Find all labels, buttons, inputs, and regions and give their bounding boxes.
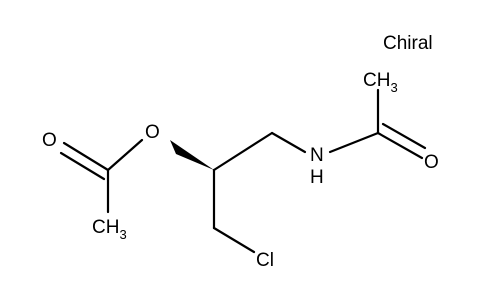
bond-c5-o-double-a xyxy=(62,141,110,172)
atom-cl: Cl xyxy=(256,250,274,271)
atom-o-carbonyl-left: O xyxy=(42,130,57,151)
atom-h-amide: H xyxy=(310,167,324,188)
atom-ch3-bottom-main: CH xyxy=(92,217,119,238)
bond-c3-cl xyxy=(212,226,256,254)
bond-c5-o-double-b xyxy=(59,151,106,181)
atom-ch3-bottom-subscript: 3 xyxy=(119,227,126,242)
atom-ch3-top-main: CH xyxy=(363,70,390,91)
bond-c4-o-double-a xyxy=(376,131,424,160)
atom-ch3-bottom: CH3 xyxy=(92,217,127,242)
bond-n-c4 xyxy=(328,131,380,154)
atom-n-amide: N xyxy=(310,145,324,166)
bond-o-c5 xyxy=(106,138,144,172)
bond-c1-n xyxy=(270,131,307,154)
wedge-bond-stereo xyxy=(170,140,214,170)
atom-ch3-top: CH3 xyxy=(363,70,398,95)
atom-o-carbonyl-right: O xyxy=(424,152,439,173)
bond-c4-o-double-b xyxy=(381,122,427,150)
bond-c2-c1 xyxy=(212,131,274,172)
chiral-flag: Chiral xyxy=(383,33,433,54)
bonds xyxy=(59,88,427,254)
atom-ch3-top-subscript: 3 xyxy=(390,80,397,95)
atom-o-ester: O xyxy=(145,122,160,143)
